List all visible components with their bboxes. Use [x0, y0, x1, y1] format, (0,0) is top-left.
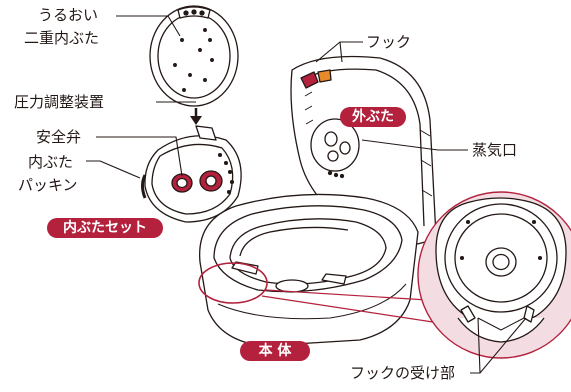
- safety-valve-label: 安全弁: [36, 128, 82, 146]
- hook-label: フック: [366, 33, 412, 51]
- uruoi-label: うるおい: [38, 6, 99, 24]
- leader-lines: [86, 15, 527, 374]
- packing-label: パッキン: [18, 176, 78, 194]
- body-badge: 本 体: [240, 341, 310, 361]
- outer-lid-badge: 外ぶた: [340, 107, 406, 127]
- steam-vent-label: 蒸気口: [472, 141, 518, 159]
- double-inner-lid-label: 二重内ぶた: [24, 29, 100, 47]
- double-inner-lid-icon: [149, 5, 239, 107]
- cooker-body-icon: [199, 193, 419, 347]
- hook-receiver-label: フックの受け部: [350, 364, 456, 382]
- pressure-regulator-label: 圧力調整装置: [14, 93, 105, 111]
- inner-lid-set-icon: [141, 125, 242, 223]
- zoom-detail-icon: [417, 191, 571, 359]
- inner-lid-set-badge: 内ぶたセット: [47, 218, 163, 238]
- inner-lid-label: 内ぶた: [28, 153, 74, 171]
